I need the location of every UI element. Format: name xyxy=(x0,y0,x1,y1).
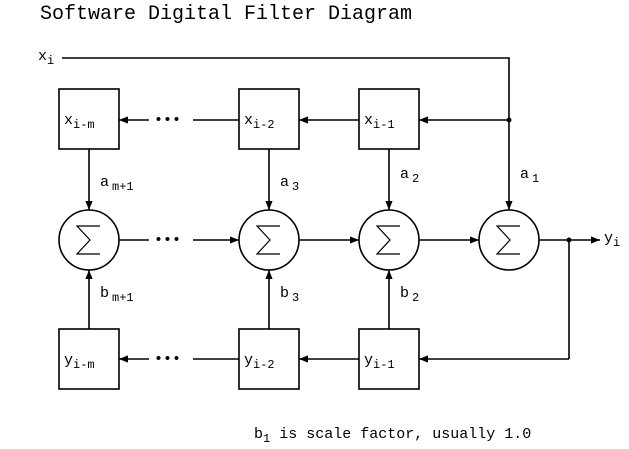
sigma-icon xyxy=(375,225,400,255)
input-label: xi xyxy=(38,48,54,68)
diagram-title: Software Digital Filter Diagram xyxy=(40,3,412,26)
sigma-icon xyxy=(75,225,100,255)
x-box-label-i-2: xi-2 xyxy=(244,112,275,132)
x-box-i-m xyxy=(58,88,120,150)
output-label: yi xyxy=(604,230,620,250)
x-box-label-i-1: xi-1 xyxy=(364,112,395,132)
y-box-label-i-m: yi-m xyxy=(64,352,95,372)
summer-3 xyxy=(238,209,300,271)
y-box-label-i-1: yi-1 xyxy=(364,352,395,372)
x-box-label-i-m: xi-m xyxy=(64,112,95,132)
y-box-i-1 xyxy=(358,328,420,390)
summer-chain-ellipsis: ••• xyxy=(154,232,181,249)
sigma-icon xyxy=(495,225,520,255)
y-chain-ellipsis: ••• xyxy=(154,351,181,368)
footnote: b1 is scale factor, usually 1.0 xyxy=(254,426,531,446)
y-box-label-i-2: yi-2 xyxy=(244,352,275,372)
summer-m xyxy=(58,209,120,271)
summer-2 xyxy=(358,209,420,271)
input-line xyxy=(62,57,510,120)
x-chain-ellipsis: ••• xyxy=(154,112,181,129)
summer-1 xyxy=(478,209,540,271)
sigma-icon xyxy=(255,225,280,255)
